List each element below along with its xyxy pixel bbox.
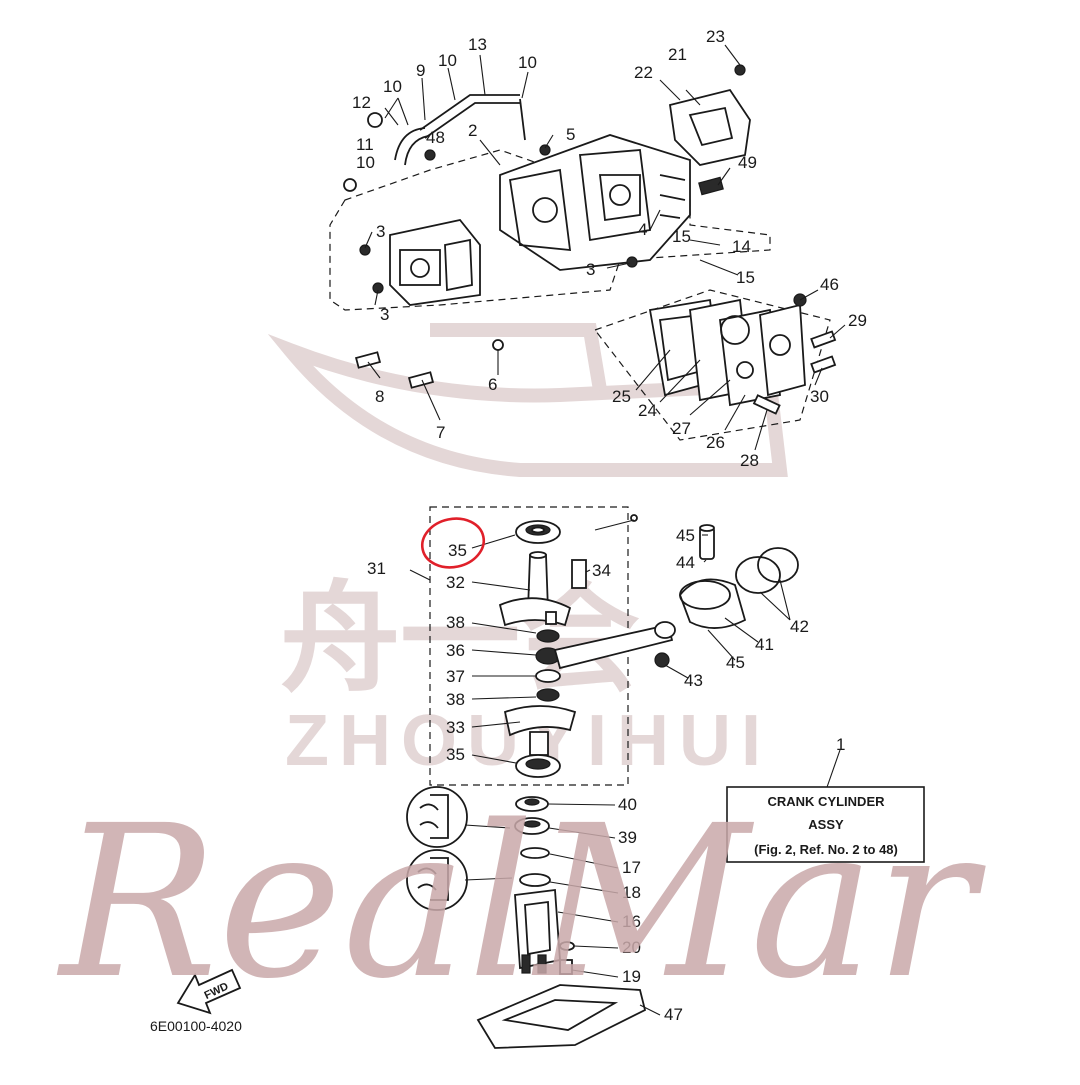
- callout-48: 48: [426, 128, 445, 147]
- callout-42: 42: [790, 617, 809, 636]
- connecting-rod: [553, 623, 674, 670]
- callout-10-c: 10: [518, 53, 537, 72]
- callout-26: 26: [706, 433, 725, 452]
- top-bearing: [515, 520, 561, 544]
- callout-8: 8: [375, 387, 384, 406]
- gasket-inner: [501, 999, 619, 1031]
- callout-44: 44: [676, 553, 695, 572]
- callout-37: 37: [446, 667, 465, 686]
- callout-11: 11: [356, 135, 374, 154]
- callout-46: 46: [820, 275, 839, 294]
- cylinder-head: [389, 219, 481, 306]
- lower-bearing: [515, 754, 561, 778]
- callout-3-a: 3: [376, 222, 385, 241]
- hoses: [343, 94, 526, 192]
- assy-line-2: ASSY: [808, 817, 844, 832]
- callout-32: 32: [446, 573, 465, 592]
- assy-line-3: (Fig. 2, Ref. No. 2 to 48): [754, 842, 898, 857]
- upper-crankshaft: [498, 551, 572, 627]
- callout-1: 1: [836, 735, 845, 754]
- highlight-circle: [420, 517, 486, 569]
- callout-23: 23: [706, 27, 725, 46]
- callout-19: 19: [622, 967, 641, 986]
- callout-43: 43: [684, 671, 703, 690]
- callout-2: 2: [468, 121, 477, 140]
- upper-leader-lines: [364, 44, 846, 451]
- callout-9: 9: [416, 61, 425, 80]
- assy-line-1: CRANK CYLINDER: [768, 794, 886, 809]
- callout-4: 4: [638, 220, 647, 239]
- callout-18: 18: [622, 883, 641, 902]
- callout-27: 27: [672, 419, 691, 438]
- callout-10-a: 10: [383, 77, 402, 96]
- callout-35-top: 35: [448, 541, 467, 560]
- lower-crankshaft: [503, 705, 577, 756]
- callout-10-d: 10: [356, 153, 375, 172]
- callout-21: 21: [668, 45, 687, 64]
- drawing-number: 6E00100-4020: [150, 1018, 242, 1034]
- callout-29: 29: [848, 311, 867, 330]
- piston-group: [654, 524, 799, 668]
- upper-assembly-outline: [329, 149, 771, 311]
- callout-15-a: 15: [672, 227, 691, 246]
- crank-pin: [571, 559, 587, 589]
- callout-31: 31: [367, 559, 386, 578]
- callout-10-b: 10: [438, 51, 457, 70]
- base-gasket: [476, 984, 647, 1049]
- callout-3-b: 3: [586, 260, 595, 279]
- con-rod-bearings: [535, 629, 561, 702]
- callout-22: 22: [634, 63, 653, 82]
- callout-34: 34: [592, 561, 611, 580]
- callout-45-b: 45: [726, 653, 745, 672]
- callout-35-bottom: 35: [446, 745, 465, 764]
- callout-20: 20: [622, 938, 641, 957]
- cover-plates: [648, 298, 806, 407]
- callout-38-b: 38: [446, 690, 465, 709]
- lower-leader-lines: [409, 514, 841, 1016]
- callout-3-c: 3: [380, 305, 389, 324]
- callout-33: 33: [446, 718, 465, 737]
- chinese-watermark: 舟一会: [280, 572, 640, 706]
- callout-30: 30: [810, 387, 829, 406]
- callout-6: 6: [488, 375, 497, 394]
- lower-seals: [514, 796, 551, 887]
- callout-28: 28: [740, 451, 759, 470]
- callout-45-a: 45: [676, 526, 695, 545]
- crankcase-block: [499, 134, 691, 271]
- script-watermark: RealMar: [56, 780, 986, 1025]
- top-cover: [668, 64, 751, 166]
- callout-38-a: 38: [446, 613, 465, 632]
- callout-25: 25: [612, 387, 631, 406]
- callout-13: 13: [468, 35, 487, 54]
- callout-7: 7: [436, 423, 445, 442]
- boat-logo-watermark: [267, 323, 788, 477]
- callout-47: 47: [664, 1005, 683, 1024]
- callout-41: 41: [755, 635, 774, 654]
- callout-16: 16: [622, 912, 641, 931]
- bolt: [559, 959, 573, 975]
- cover-assembly-outline: [594, 289, 831, 441]
- callout-14: 14: [732, 237, 751, 256]
- upper-fasteners: [354, 144, 837, 415]
- small-end: [654, 621, 676, 639]
- callout-39: 39: [618, 828, 637, 847]
- seal-detail-insets: [406, 786, 513, 911]
- callout-49: 49: [738, 153, 757, 172]
- callout-17: 17: [622, 858, 641, 877]
- callout-24: 24: [638, 401, 657, 420]
- callout-12: 12: [352, 93, 371, 112]
- callout-40: 40: [618, 795, 637, 814]
- assembly-label-box: CRANK CYLINDER ASSY (Fig. 2, Ref. No. 2 …: [726, 786, 925, 863]
- callout-15-b: 15: [736, 268, 755, 287]
- callout-36: 36: [446, 641, 465, 660]
- callout-5: 5: [566, 125, 575, 144]
